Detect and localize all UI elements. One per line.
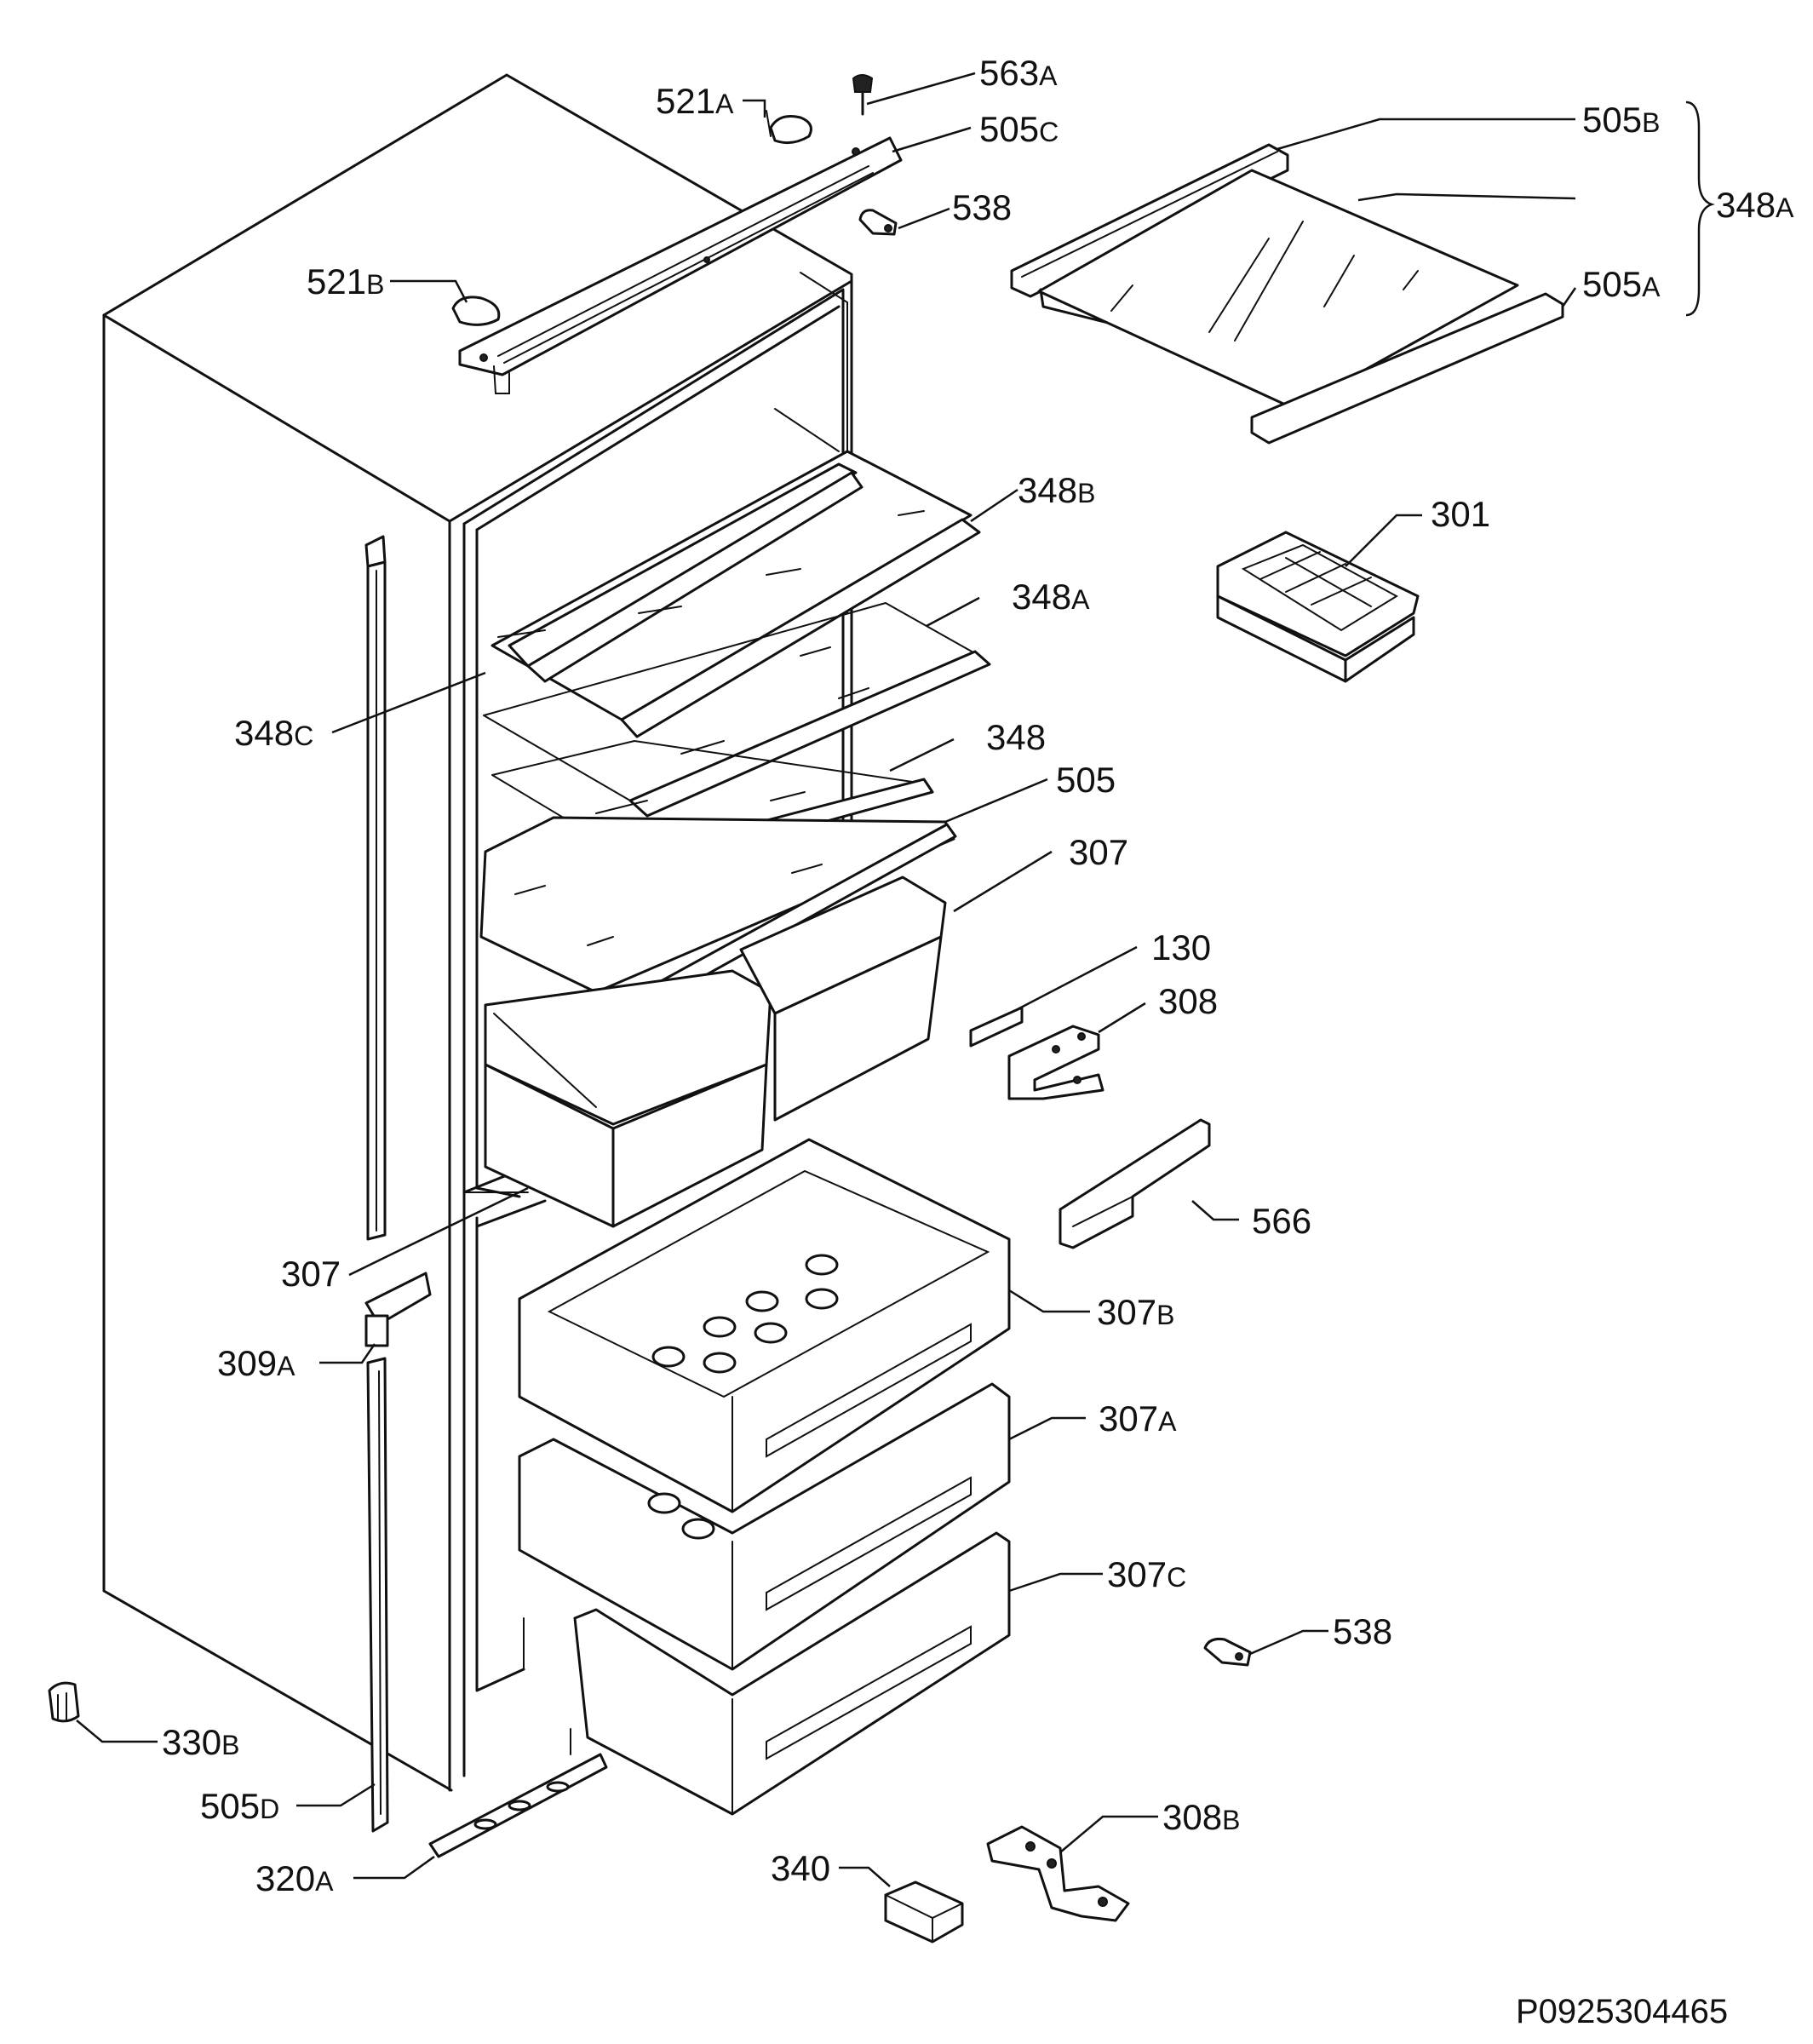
label-308b: 308B <box>1162 1797 1240 1837</box>
part-320a-rail <box>428 1753 608 1858</box>
label-521a: 521A <box>656 81 734 121</box>
crisper-drawer-307-right <box>739 876 947 1122</box>
ice-tray-301 <box>1216 531 1420 683</box>
label-505: 505 <box>1056 760 1116 800</box>
label-330b: 330B <box>162 1722 239 1762</box>
label-538-top: 538 <box>952 187 1012 227</box>
label-566: 566 <box>1252 1201 1311 1241</box>
label-348c: 348C <box>234 713 313 753</box>
label-308: 308 <box>1158 981 1218 1021</box>
glass-shelf-348a <box>483 602 991 818</box>
label-505c: 505C <box>979 109 1059 149</box>
label-505d: 505D <box>200 1786 279 1826</box>
label-505a: 505A <box>1582 264 1661 304</box>
label-130: 130 <box>1151 927 1211 967</box>
label-505b: 505B <box>1582 100 1660 140</box>
freezer-drawer-307c <box>573 1531 1011 1816</box>
label-563a: 563A <box>979 53 1058 93</box>
glass-shelf-348a-exploded <box>1010 143 1564 445</box>
part-538-hinge-bottom <box>1203 1638 1252 1667</box>
refrigerator-cabinet <box>102 73 853 1792</box>
label-538-bottom: 538 <box>1333 1611 1392 1651</box>
part-labels: 563A 521A 505C 538 521B 505B 348A 505A 3… <box>162 53 1794 2030</box>
crisper-drawer-307-left <box>484 969 772 1228</box>
hinge-308b <box>986 1825 1130 1922</box>
label-348: 348 <box>986 717 1046 757</box>
label-307b: 307B <box>1097 1292 1174 1332</box>
label-307c: 307C <box>1107 1554 1186 1594</box>
label-340: 340 <box>771 1848 830 1888</box>
part-566-handle <box>1059 1118 1211 1249</box>
label-521b: 521B <box>307 261 384 301</box>
part-330b-foot <box>48 1681 80 1723</box>
part-309a-clip <box>364 1272 432 1347</box>
glass-shelf-505 <box>479 816 957 1021</box>
label-307-top: 307 <box>1069 832 1128 872</box>
top-rail-505c <box>458 136 903 394</box>
label-309a: 309A <box>217 1343 295 1383</box>
hinge-308 <box>1007 1025 1104 1100</box>
leader-lines <box>76 72 1715 1887</box>
freezer-drawer-307a <box>518 1382 1011 1671</box>
drawing-code: P0925304465 <box>1516 1993 1728 2030</box>
label-348a: 348A <box>1012 577 1090 617</box>
label-301: 301 <box>1431 494 1490 534</box>
label-348b: 348B <box>1018 470 1095 510</box>
part-538-hinge-top <box>858 209 898 236</box>
glass-shelf-348b <box>491 408 981 738</box>
label-307a: 307A <box>1099 1398 1177 1438</box>
part-130-plate <box>969 1006 1024 1048</box>
part-521b-cap <box>451 296 501 326</box>
label-320a: 320A <box>255 1858 334 1898</box>
part-340-cover <box>884 1880 964 1944</box>
label-307-left: 307 <box>281 1254 341 1294</box>
door-seal-505d <box>364 535 389 1833</box>
label-348a-group: 348A <box>1716 185 1794 225</box>
freezer-drawer-307b <box>518 1138 1011 1513</box>
part-563a-screw <box>852 74 874 116</box>
part-521a-cap <box>766 110 812 145</box>
